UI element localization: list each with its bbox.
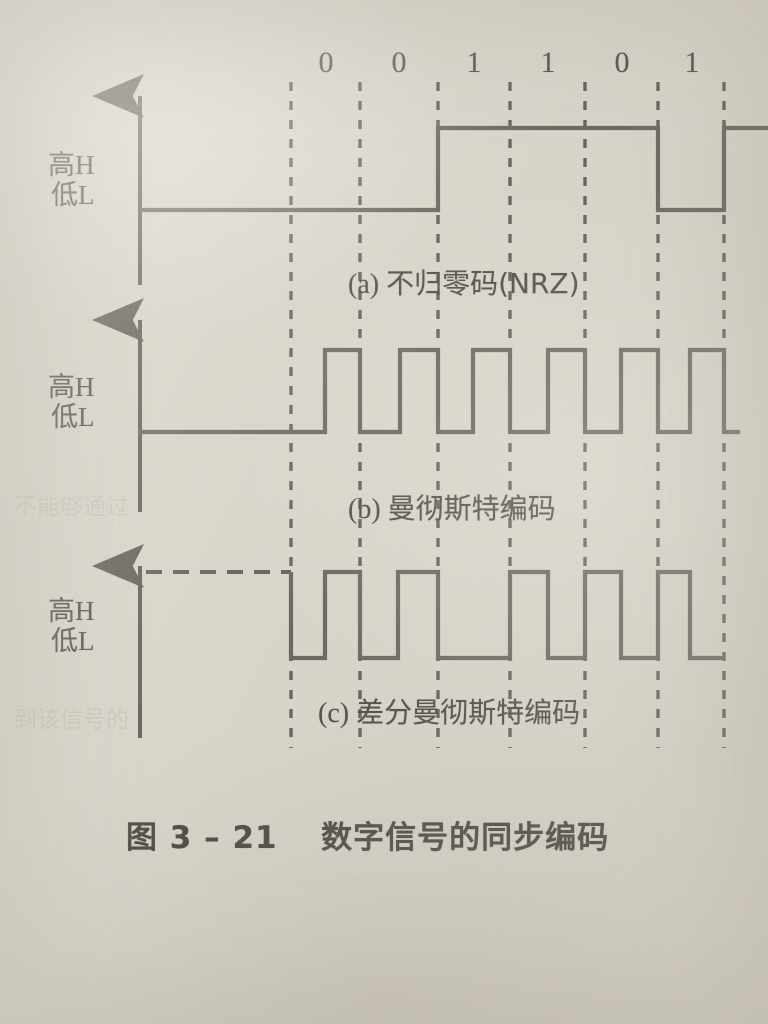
panel-b-manchester-waveform [140, 347, 740, 435]
panel-a-caption-prefix: (a) [348, 269, 380, 300]
panel-a-nrz-waveform [140, 125, 768, 213]
panel-c-differential-manchester-waveform [288, 569, 724, 661]
panel-b-caption-prefix: (b) [348, 494, 381, 525]
figure-title-number: 图 3 – 21 [126, 820, 278, 856]
panel-a-caption-text: 不归零码(NRZ) [386, 267, 580, 300]
panel-c-caption-prefix: (c) [318, 698, 350, 729]
panel-a-caption: (a) 不归零码(NRZ) [348, 262, 580, 302]
panel-b-caption-text: 曼彻斯特编码 [387, 492, 556, 525]
figure-title-text: 数字信号的同步编码 [321, 820, 610, 856]
panel-b-caption: (b) 曼彻斯特编码 [348, 487, 556, 527]
panel-c-caption-text: 差分曼彻斯特编码 [356, 696, 581, 729]
figure-title: 图 3 – 21 数字信号的同步编码 [126, 812, 609, 857]
panel-c-caption: (c) 差分曼彻斯特编码 [318, 691, 580, 731]
